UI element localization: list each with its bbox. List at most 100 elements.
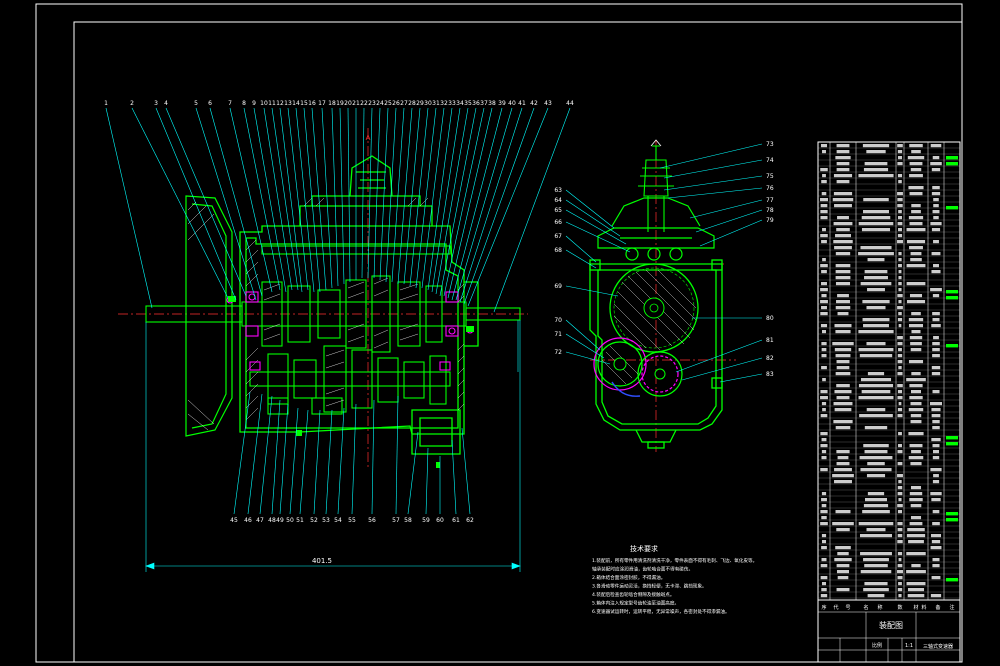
- parts-entry-text: [837, 312, 849, 316]
- parts-entry-text: [835, 270, 851, 274]
- parts-entry-text: [832, 198, 854, 202]
- parts-entry-note: [946, 156, 958, 160]
- parts-entry-text: [835, 234, 851, 238]
- part-number-label: 14: [292, 100, 300, 107]
- parts-entry-text: [863, 210, 889, 214]
- parts-entry-note: [946, 518, 958, 522]
- part-number-label: 68: [554, 247, 562, 254]
- parts-entry-text: [906, 228, 926, 232]
- parts-entry-text: [931, 540, 941, 544]
- parts-entry-text: [897, 384, 903, 388]
- part-number-label: 8: [242, 100, 246, 107]
- part-number-label: 35: [464, 100, 472, 107]
- main-view-leaders-top: [105, 107, 571, 313]
- parts-entry-note: [946, 344, 958, 348]
- parts-entry-text: [821, 342, 827, 346]
- parts-entry-text: [932, 186, 940, 190]
- parts-list-entries: [820, 144, 958, 598]
- parts-entry-text: [898, 210, 902, 214]
- parts-entry-text: [910, 348, 922, 352]
- parts-entry-text: [897, 540, 903, 544]
- parts-entry-text: [863, 504, 889, 508]
- parts-entry-text: [836, 450, 850, 454]
- parts-entry-text: [932, 348, 940, 352]
- part-number-label: 66: [554, 219, 562, 226]
- parts-entry-text: [897, 588, 903, 592]
- parts-entry-note: [946, 290, 958, 294]
- parts-entry-text: [821, 498, 827, 502]
- parts-entry-text: [898, 480, 902, 484]
- parts-entry-text: [930, 222, 942, 226]
- parts-entry-text: [897, 552, 903, 556]
- part-number-label: 24: [376, 100, 384, 107]
- parts-entry-text: [931, 366, 941, 370]
- parts-entry-text: [858, 222, 894, 226]
- parts-entry-text: [820, 324, 828, 328]
- parts-entry-text: [897, 414, 903, 418]
- part-number-label: 38: [488, 100, 496, 107]
- parts-entry-text: [897, 198, 903, 202]
- ratio-label: 比例: [872, 642, 882, 649]
- part-number-label: 30: [424, 100, 432, 107]
- parts-entry-note: [946, 436, 958, 440]
- parts-entry-text: [860, 282, 892, 286]
- part-number-label: 44: [566, 100, 574, 107]
- parts-entry-note: [946, 296, 958, 300]
- parts-entry-text: [909, 396, 923, 400]
- parts-entry-text: [836, 588, 850, 592]
- parts-entry-text: [909, 174, 923, 178]
- parts-entry-text: [931, 270, 941, 274]
- part-number-label: 73: [766, 141, 774, 148]
- parts-list-header-cell: 称: [877, 604, 882, 611]
- parts-entry-text: [864, 498, 888, 502]
- parts-entry-text: [836, 462, 850, 466]
- parts-entry-text: [911, 210, 921, 214]
- parts-entry-text: [932, 156, 940, 160]
- parts-entry-text: [932, 510, 940, 514]
- part-number-label: 10: [260, 100, 268, 107]
- parts-entry-text: [909, 246, 923, 250]
- parts-entry-text: [858, 348, 894, 352]
- parts-entry-text: [835, 156, 851, 160]
- part-number-label: 81: [766, 337, 774, 344]
- parts-entry-text: [897, 204, 903, 208]
- part-number-label: 51: [296, 517, 304, 524]
- parts-entry-text: [835, 426, 851, 430]
- parts-entry-text: [931, 498, 941, 502]
- parts-entry-text: [931, 372, 941, 376]
- parts-entry-text: [863, 444, 889, 448]
- parts-entry-text: [834, 408, 852, 412]
- part-number-label: 31: [432, 100, 440, 107]
- part-number-label: 6: [208, 100, 212, 107]
- part-number-label: 64: [554, 197, 562, 204]
- parts-entry-text: [897, 462, 903, 466]
- parts-entry-text: [834, 324, 852, 328]
- parts-entry-text: [864, 564, 888, 568]
- part-number-label: 1: [104, 100, 108, 107]
- part-number-label: 36: [472, 100, 480, 107]
- parts-entry-text: [933, 198, 939, 202]
- parts-entry-text: [897, 336, 903, 340]
- part-number-label: 15: [300, 100, 308, 107]
- parts-entry-text: [821, 492, 827, 496]
- overall-dimension-value: 401.5: [312, 557, 332, 565]
- parts-entry-text: [820, 594, 828, 598]
- parts-entry-text: [909, 222, 923, 226]
- part-number-label: 26: [392, 100, 400, 107]
- parts-entry-text: [863, 588, 889, 592]
- parts-entry-text: [866, 528, 886, 532]
- parts-entry-text: [821, 306, 827, 310]
- parts-entry-text: [822, 408, 826, 412]
- part-number-label: 45: [230, 517, 238, 524]
- parts-list-header: 序代号名称数材料备注: [821, 604, 954, 611]
- tech-note-line: 2.箱体结合面涂密封胶，不得漏油。: [592, 574, 665, 581]
- parts-entry-text: [897, 528, 903, 532]
- parts-list-header-cell: 备: [935, 604, 940, 611]
- part-number-label: 77: [766, 197, 774, 204]
- parts-entry-text: [932, 294, 940, 298]
- parts-entry-text: [911, 204, 921, 208]
- part-number-label: 2: [130, 100, 134, 107]
- parts-entry-text: [835, 264, 851, 268]
- part-number-label: 80: [766, 315, 774, 322]
- parts-entry-text: [897, 474, 903, 478]
